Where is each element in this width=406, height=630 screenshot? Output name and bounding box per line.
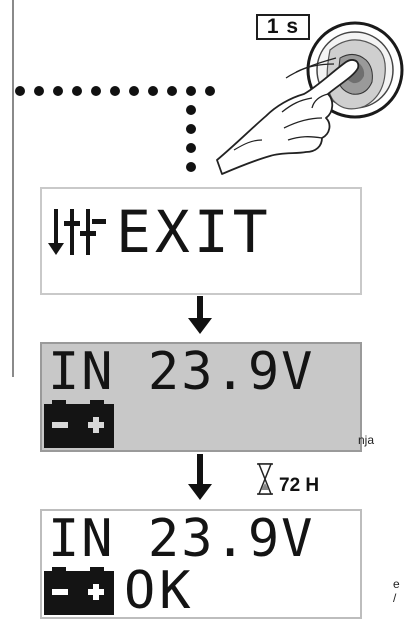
- hourglass-icon: [257, 464, 273, 494]
- lcd-status-input-text: IN 23.9V: [48, 513, 314, 565]
- dotted-connector: [15, 86, 215, 172]
- duration-badge: 1 s: [256, 14, 310, 40]
- lcd-exit-text: EXIT: [116, 203, 272, 261]
- side-text-fragment-b: e /: [393, 577, 406, 605]
- timer-label: 72 H: [279, 475, 319, 497]
- arrow-down-1: [188, 296, 212, 334]
- arrow-down-2: [188, 454, 212, 500]
- lcd-input-text: IN 23.9V: [48, 346, 314, 398]
- lcd-screen-input-lit: IN 23.9V: [40, 342, 362, 452]
- lcd-screen-status-ok: IN 23.9V OK: [40, 509, 362, 619]
- battery-icon: [42, 400, 116, 450]
- battery-icon: [42, 567, 116, 617]
- pressing-hand: [217, 58, 358, 174]
- adjust-sliders-icon: [48, 207, 108, 259]
- lcd-status-ok-text: OK: [124, 565, 195, 617]
- side-text-fragment-a: nja: [358, 433, 374, 447]
- lcd-screen-exit: EXIT: [40, 187, 362, 295]
